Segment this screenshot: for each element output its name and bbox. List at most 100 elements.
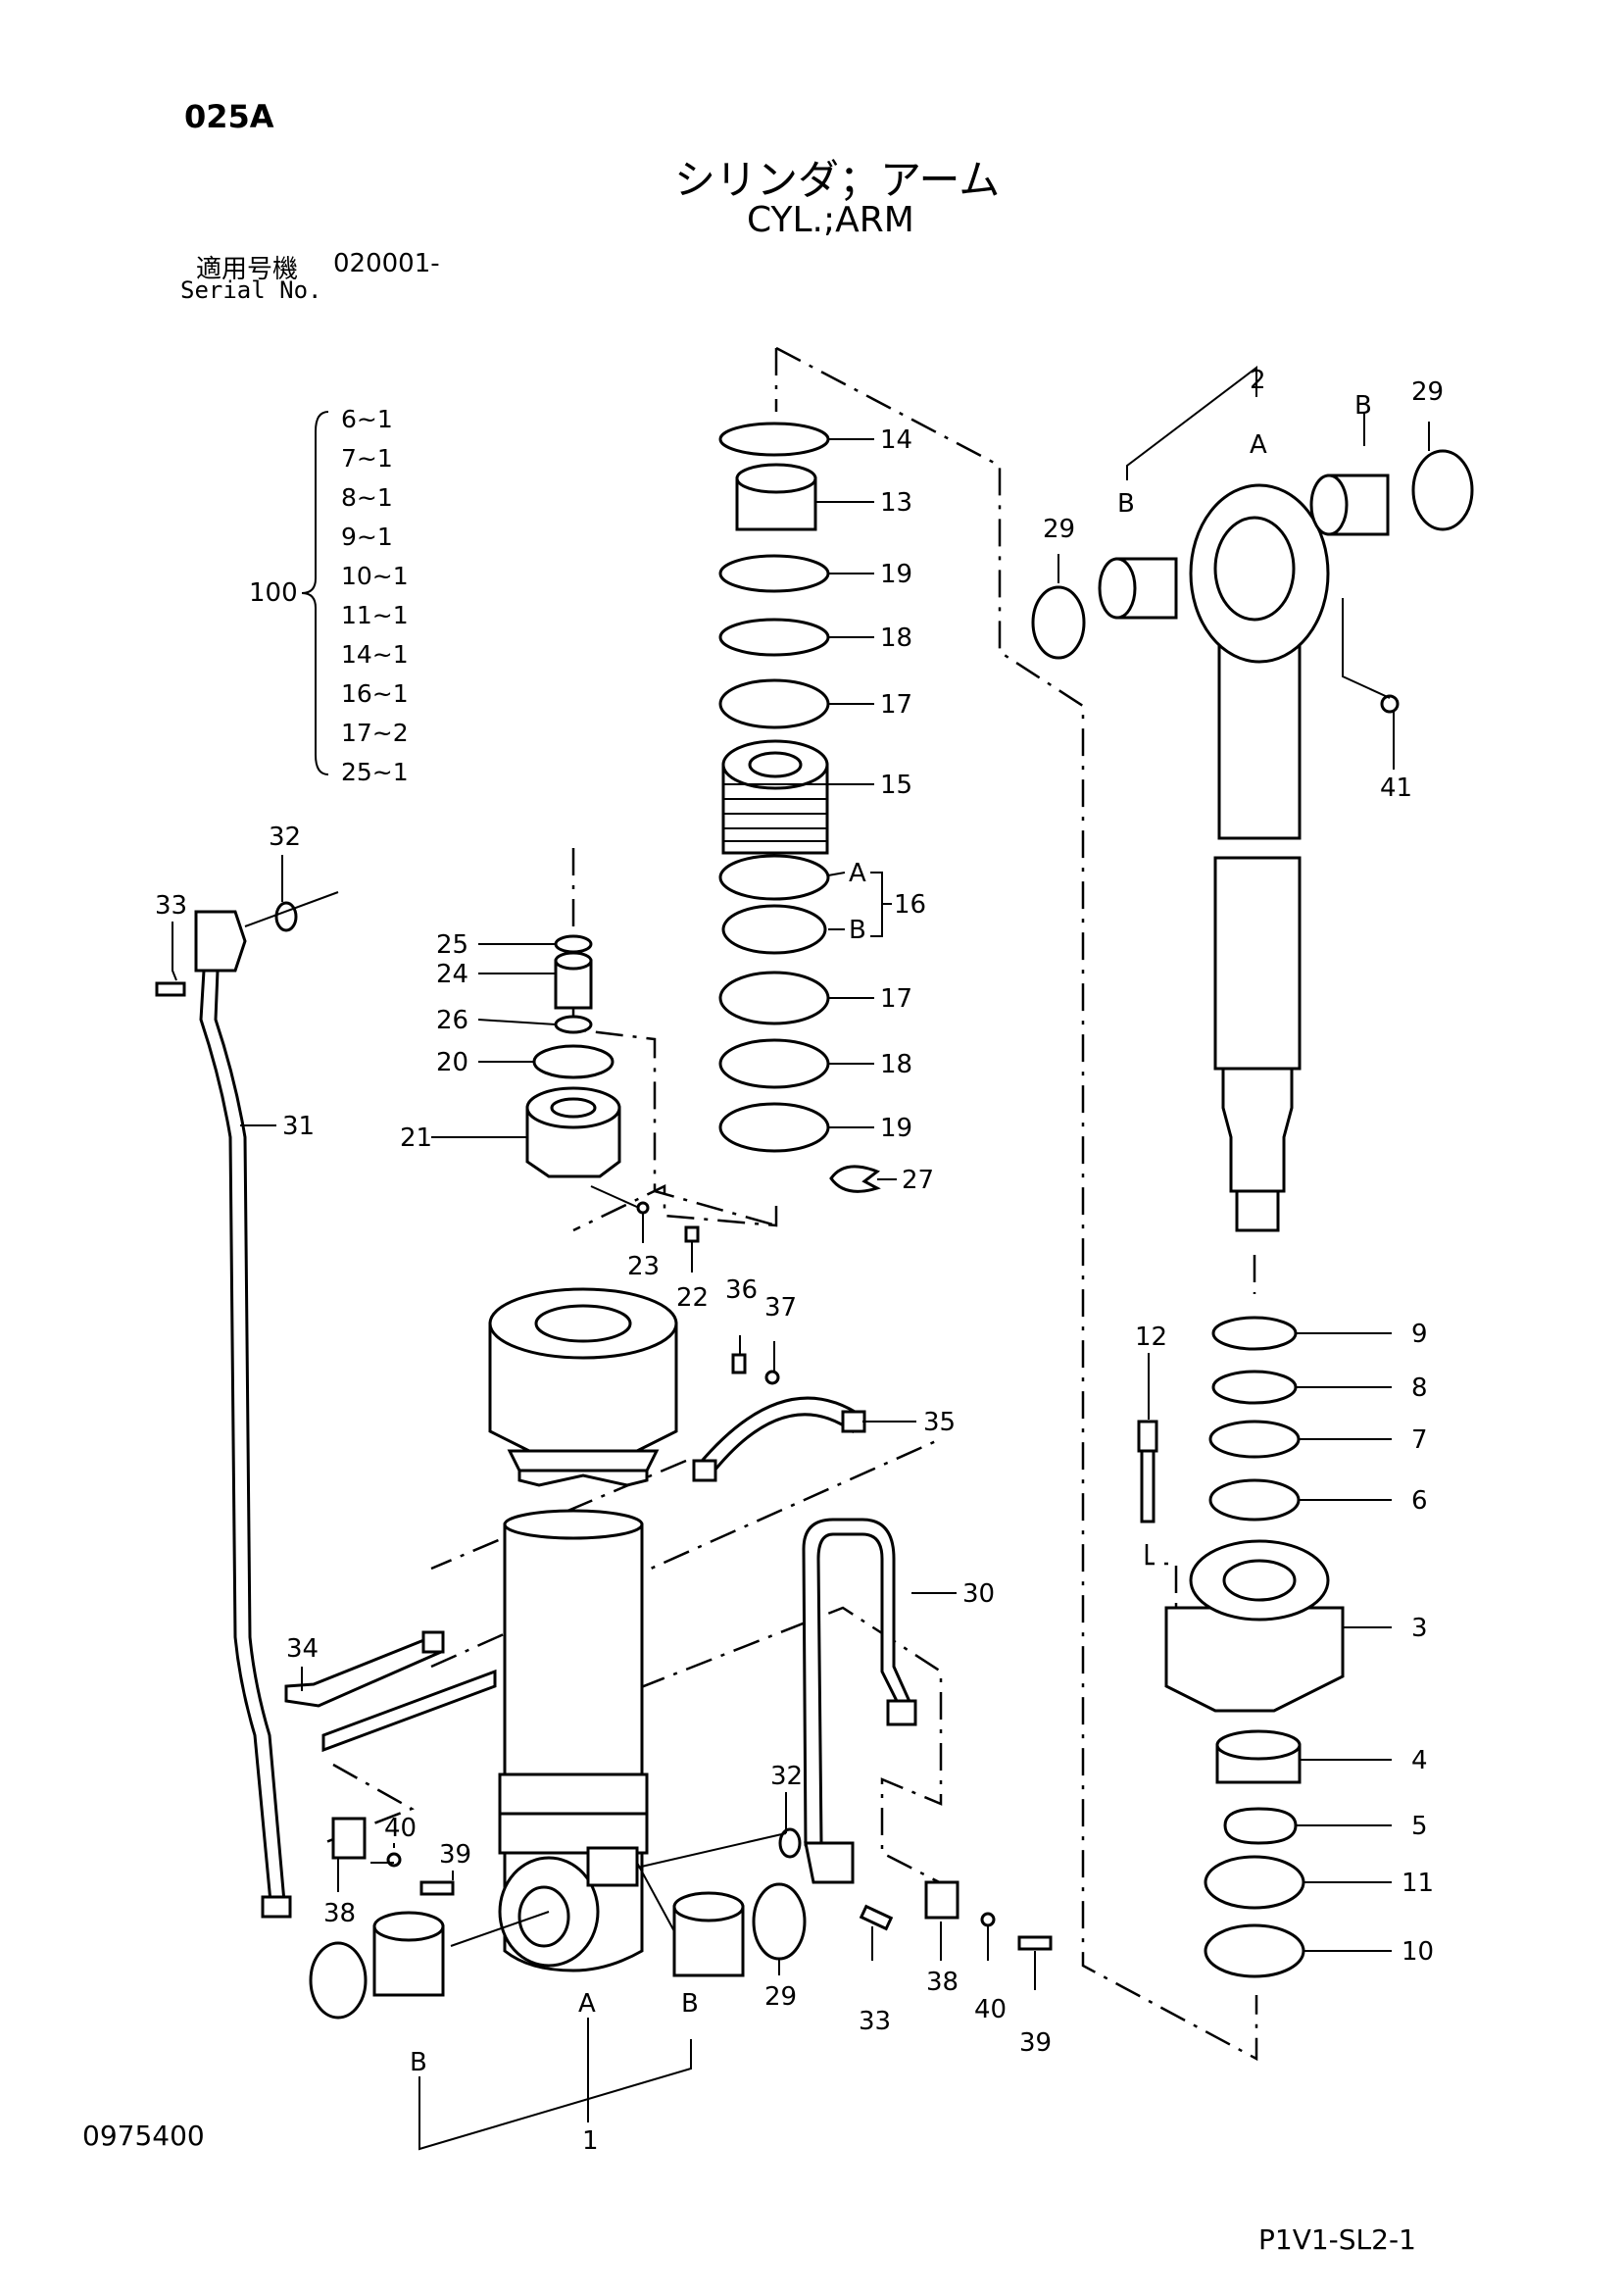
snap-ring-5 bbox=[1223, 1807, 1298, 1845]
callout-21: 21 bbox=[400, 1123, 432, 1153]
o-ring-17-lower bbox=[718, 971, 830, 1025]
assembly-line-band bbox=[430, 1439, 959, 1894]
callout-26: 26 bbox=[436, 1006, 468, 1035]
ring-14 bbox=[718, 422, 830, 457]
bolt-33-top bbox=[155, 981, 186, 997]
seal-ring-29-bottom-right bbox=[752, 1882, 807, 1961]
callout-30: 30 bbox=[962, 1579, 995, 1609]
callout-b-rod-right: B bbox=[1354, 391, 1372, 421]
ring-7 bbox=[1208, 1420, 1301, 1459]
ring-8 bbox=[1211, 1370, 1298, 1405]
callout-32-bottom: 32 bbox=[770, 1762, 803, 1791]
callout-a-piston: A bbox=[849, 859, 866, 888]
serial-label-en: Serial No. bbox=[180, 276, 322, 304]
title-english: CYL.;ARM bbox=[747, 200, 914, 240]
set-screw-22 bbox=[684, 1225, 700, 1243]
leader-lines bbox=[172, 365, 1430, 2151]
callout-33-top: 33 bbox=[155, 891, 187, 921]
ring-19-lower bbox=[718, 1102, 830, 1153]
callout-24: 24 bbox=[436, 960, 468, 989]
callout-19: 19 bbox=[880, 560, 912, 589]
ring-16a bbox=[718, 854, 830, 901]
clamp-33-top bbox=[194, 910, 247, 973]
pipe-31 bbox=[199, 969, 286, 1904]
grease-fitting-41 bbox=[1380, 694, 1400, 714]
callout-31: 31 bbox=[282, 1112, 315, 1141]
seal-ring-29-left bbox=[1031, 585, 1086, 660]
callout-7: 7 bbox=[1411, 1425, 1428, 1455]
kit-item: 10~1 bbox=[341, 562, 409, 590]
kit-item: 25~1 bbox=[341, 758, 409, 786]
flange-pipe-30 bbox=[804, 1841, 855, 1884]
kit-item: 6~1 bbox=[341, 405, 393, 433]
kit-number: 100 bbox=[249, 578, 298, 608]
callout-17-lower: 17 bbox=[880, 984, 912, 1014]
callout-12: 12 bbox=[1135, 1323, 1167, 1352]
steel-ball-23 bbox=[636, 1201, 650, 1215]
callout-36: 36 bbox=[725, 1275, 758, 1305]
bolt-36 bbox=[731, 1353, 747, 1374]
callout-32-top: 32 bbox=[269, 823, 301, 852]
ring-6 bbox=[1208, 1478, 1301, 1522]
bushing-b-left bbox=[1098, 557, 1178, 620]
callout-a-tube: A bbox=[578, 1989, 596, 2019]
cylinder-head-3 bbox=[1164, 1539, 1345, 1713]
washer-37 bbox=[764, 1370, 780, 1385]
kit-list: 6~1 7~1 8~1 9~1 10~1 11~1 14~1 16~1 17~2… bbox=[341, 400, 409, 792]
callout-29-left: 29 bbox=[1043, 515, 1075, 544]
callout-4: 4 bbox=[1411, 1746, 1428, 1775]
cylinder-tube bbox=[498, 1509, 649, 1972]
ring-11 bbox=[1204, 1855, 1305, 1910]
kit-item: 7~1 bbox=[341, 444, 393, 473]
cylinder-head bbox=[488, 1287, 678, 1472]
callout-40-left: 40 bbox=[384, 1814, 417, 1843]
callout-8: 8 bbox=[1411, 1373, 1428, 1403]
callout-25: 25 bbox=[436, 930, 468, 960]
bolt-39-right bbox=[1017, 1935, 1053, 1951]
callout-b-piston: B bbox=[849, 916, 866, 945]
serial-label-jp: 適用号機 bbox=[196, 255, 299, 284]
seal-ring-29-right bbox=[1411, 449, 1474, 531]
callout-5: 5 bbox=[1411, 1812, 1428, 1841]
callout-39-right: 39 bbox=[1019, 2028, 1052, 2058]
callout-17: 17 bbox=[880, 690, 912, 720]
callout-22: 22 bbox=[676, 1283, 709, 1313]
clamp-38-left bbox=[331, 1817, 367, 1860]
band-35 bbox=[695, 1396, 865, 1478]
o-ring-32-bottom bbox=[778, 1827, 802, 1859]
piston-rod bbox=[1189, 483, 1330, 1232]
callout-34: 34 bbox=[286, 1634, 319, 1664]
cylinder-tube-upper bbox=[517, 1469, 649, 1487]
kit-item: 9~1 bbox=[341, 523, 393, 551]
bushing-b-right bbox=[1309, 474, 1390, 536]
callout-2: 2 bbox=[1250, 366, 1266, 395]
callout-38-right: 38 bbox=[926, 1968, 959, 1997]
assembly-line-head-cap bbox=[1145, 1544, 1178, 1608]
callout-35: 35 bbox=[923, 1408, 956, 1437]
callout-19-lower: 19 bbox=[880, 1114, 912, 1143]
ring-10 bbox=[1204, 1923, 1305, 1978]
callout-6: 6 bbox=[1411, 1486, 1428, 1516]
kit-brace bbox=[301, 411, 329, 775]
o-ring-17-upper bbox=[718, 678, 830, 729]
pipe-30 bbox=[802, 1518, 913, 1874]
snap-ring-27 bbox=[829, 1165, 881, 1193]
kit-item: 16~1 bbox=[341, 679, 409, 708]
callout-27: 27 bbox=[902, 1166, 934, 1195]
kit-item: 14~1 bbox=[341, 640, 409, 669]
page-code: 025A bbox=[184, 98, 274, 135]
callout-b-rod-left: B bbox=[1117, 489, 1135, 519]
ring-16b bbox=[721, 904, 827, 955]
assembly-line-piston-left bbox=[572, 348, 778, 1232]
bolt-33-bottom bbox=[859, 1904, 894, 1931]
socket-bolt-12 bbox=[1137, 1420, 1158, 1523]
diagram-number: 0975400 bbox=[82, 2120, 205, 2152]
callout-11: 11 bbox=[1402, 1869, 1434, 1898]
callout-b-tube-left: B bbox=[410, 2048, 427, 2077]
callout-9: 9 bbox=[1411, 1320, 1428, 1349]
seal-ring-29-bottom-left bbox=[309, 1941, 368, 2020]
ring-19-upper bbox=[718, 554, 830, 593]
callout-16: 16 bbox=[894, 890, 926, 920]
callout-b-tube-right: B bbox=[681, 1989, 699, 2019]
ring-9 bbox=[1211, 1316, 1298, 1351]
